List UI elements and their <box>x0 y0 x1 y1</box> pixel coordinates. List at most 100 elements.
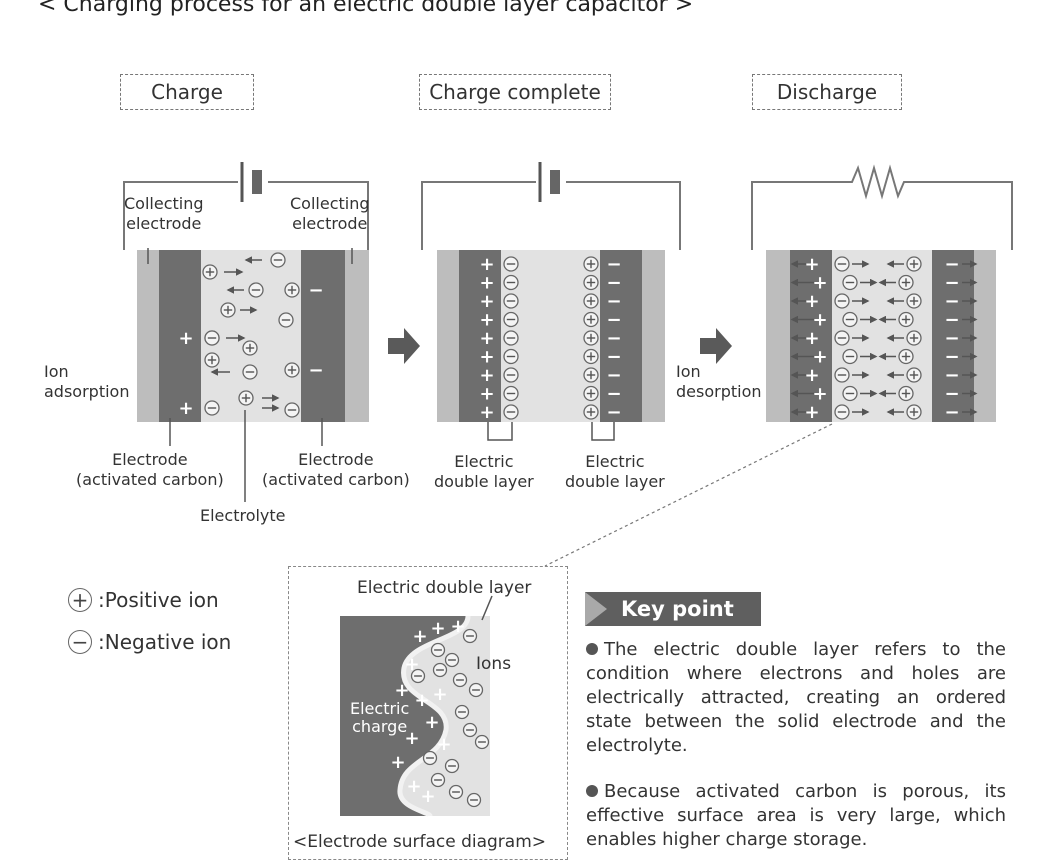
positive-charge: + <box>479 365 494 386</box>
positive-charge: + <box>450 616 465 637</box>
positive-charge: + <box>404 728 419 749</box>
positive-charge: + <box>479 310 494 331</box>
positive-charge: + <box>394 680 409 701</box>
circuit-wire-complete <box>421 181 681 250</box>
negative-charge: − <box>606 402 621 423</box>
label-electrode-left: Electrode(activated carbon) <box>76 450 224 489</box>
negative-charge: − <box>606 310 621 331</box>
label-electrolyte: Electrolyte <box>200 506 286 525</box>
panel-charge-complete: +−+−+−+−+−+−+−+−+− <box>421 162 681 441</box>
positive-charge: + <box>804 254 819 275</box>
positive-charge: + <box>479 402 494 423</box>
positive-charge: + <box>178 328 193 349</box>
panel-charge: + + − − <box>123 162 369 502</box>
negative-charge: − <box>944 254 959 275</box>
key-point-heading: Key point <box>585 592 761 626</box>
positive-charge: + <box>479 347 494 368</box>
stage-label-discharge: Discharge <box>752 74 902 110</box>
positive-charge: + <box>406 776 421 797</box>
positive-charge: + <box>436 734 451 755</box>
ions-discharge: +−+−+−+−+−+−+−+−+− <box>790 254 978 423</box>
negative-charge: − <box>944 291 959 312</box>
play-arrow-icon <box>585 592 607 626</box>
positive-charge: + <box>479 291 494 312</box>
battery-plate-short <box>252 170 262 194</box>
collector-left <box>137 250 159 422</box>
legend-negative-ion: − :Negative ion <box>68 630 231 654</box>
inset-connector <box>544 423 833 567</box>
negative-charge: − <box>944 347 959 368</box>
process-arrow-2 <box>700 328 732 364</box>
electrode-left <box>159 250 201 422</box>
panel-discharge: +−+−+−+−+−+−+−+−+− <box>751 164 1013 423</box>
key-point-text-1: The electric double layer refers to the … <box>586 639 1006 756</box>
circuit-wire-resistor <box>751 164 1013 250</box>
inset-ions: +++++++++++++ <box>390 616 490 808</box>
positive-charge: + <box>412 626 427 647</box>
bullet-icon <box>586 785 598 797</box>
negative-charge: − <box>944 365 959 386</box>
negative-charge: − <box>606 384 621 405</box>
electrode-surface-inset: +++++++++++++ <box>340 595 493 819</box>
negative-charge: − <box>606 328 621 349</box>
positive-charge: + <box>812 310 827 331</box>
negative-charge: − <box>944 384 959 405</box>
stage-label-charge: Charge <box>120 74 254 110</box>
edl-bracket-right <box>591 422 615 441</box>
negative-charge: − <box>606 254 621 275</box>
key-point-paragraph-1: The electric double layer refers to the … <box>586 638 1006 758</box>
negative-charge: − <box>944 310 959 331</box>
legend-positive-ion: + :Positive ion <box>68 588 219 612</box>
key-point-text-2: Because activated carbon is porous, its … <box>586 781 1006 850</box>
negative-charge: − <box>308 280 323 301</box>
positive-charge: + <box>812 273 827 294</box>
positive-charge: + <box>479 273 494 294</box>
positive-ion-icon: + <box>68 588 92 612</box>
inset-interface <box>397 615 471 819</box>
key-point-paragraph-2: Because activated carbon is porous, its … <box>586 780 1006 852</box>
negative-charge: − <box>606 347 621 368</box>
electrode-right <box>301 250 345 422</box>
negative-ion-icon: − <box>68 630 92 654</box>
ions-charge-complete: +−+−+−+−+−+−+−+−+− <box>479 254 621 423</box>
ions-charge: + + − − <box>178 252 324 419</box>
positive-charge: + <box>424 712 439 733</box>
positive-charge: + <box>804 365 819 386</box>
negative-charge: − <box>308 360 323 381</box>
legend-positive-label: :Positive ion <box>98 588 219 612</box>
inset-caption: <Electrode surface diagram> <box>293 832 547 852</box>
negative-charge: − <box>944 328 959 349</box>
positive-charge: + <box>812 384 827 405</box>
inset-electrode <box>340 616 468 816</box>
inset-title: Electric double layer <box>357 578 532 598</box>
stage-label-charge-complete: Charge complete <box>419 74 611 110</box>
positive-charge: + <box>479 384 494 405</box>
positive-charge: + <box>479 254 494 275</box>
negative-charge: − <box>606 365 621 386</box>
collector-right <box>345 250 369 422</box>
label-electrode-right: Electrode(activated carbon) <box>262 450 410 489</box>
negative-charge: − <box>606 291 621 312</box>
positive-charge: + <box>178 398 193 419</box>
positive-charge: + <box>420 786 435 807</box>
legend-negative-label: :Negative ion <box>98 630 232 654</box>
negative-charge: − <box>944 402 959 423</box>
process-arrow-1 <box>388 328 420 364</box>
positive-charge: + <box>432 684 447 705</box>
edl-bracket-left <box>487 422 513 441</box>
positive-charge: + <box>390 752 405 773</box>
positive-charge: + <box>804 328 819 349</box>
positive-charge: + <box>804 291 819 312</box>
diagram-title: < Charging process for an electric doubl… <box>38 0 694 17</box>
positive-charge: + <box>804 402 819 423</box>
key-point-heading-text: Key point <box>621 597 734 621</box>
positive-charge: + <box>430 618 445 639</box>
negative-charge: − <box>944 273 959 294</box>
